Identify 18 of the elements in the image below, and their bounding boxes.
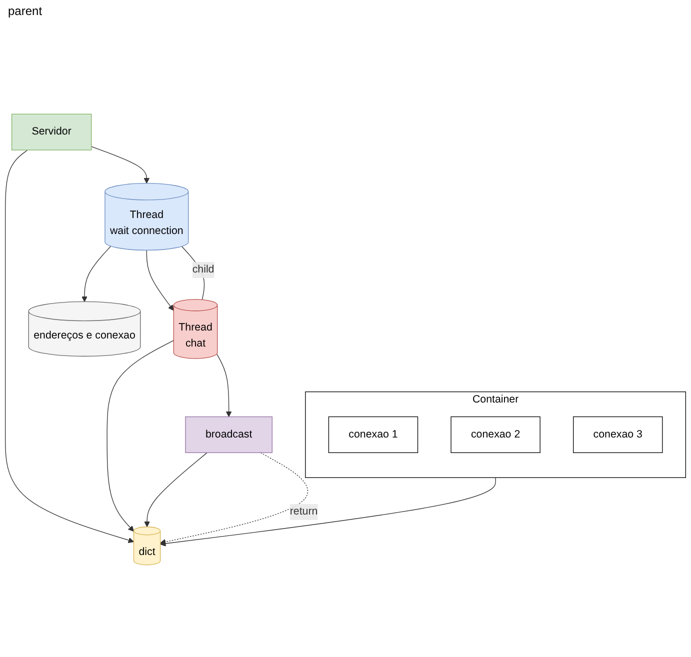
edge-label: return: [290, 506, 318, 518]
arrow: [106, 340, 174, 532]
node-box: conexao 2: [450, 416, 540, 454]
edge-label: child: [192, 264, 214, 276]
connector: [181, 246, 205, 300]
arrow: [146, 250, 174, 311]
arrow: [216, 354, 232, 418]
arrow: [82, 246, 112, 302]
node-box: conexao 1: [328, 416, 418, 454]
node-box: Servidor: [11, 114, 92, 150]
arrow: [144, 452, 208, 528]
arrow: [5, 150, 134, 544]
node-box: broadcast: [185, 416, 272, 454]
arrow: [160, 477, 496, 546]
note-text: parent: [8, 4, 42, 18]
node-box: conexao 3: [573, 416, 663, 454]
arrow: [91, 146, 150, 184]
arrow: [160, 452, 308, 545]
